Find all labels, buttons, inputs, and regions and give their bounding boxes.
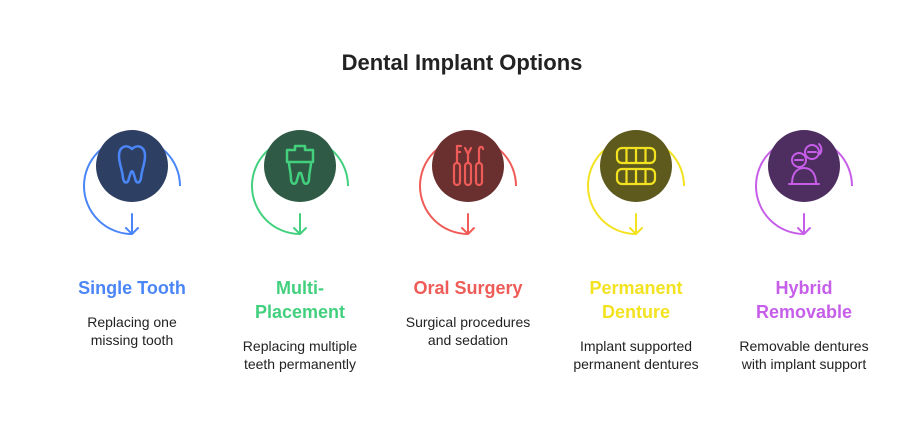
option-heading: Single Tooth bbox=[78, 278, 186, 298]
option-description: Replacing multiple teeth permanently bbox=[242, 338, 358, 372]
option-heading: Multi- Placement bbox=[254, 278, 346, 322]
tooth-icon bbox=[117, 145, 147, 184]
denture-icon bbox=[615, 146, 657, 186]
option-description: Removable dentures with implant support bbox=[739, 338, 869, 372]
crown-tooth-icon bbox=[285, 144, 315, 185]
page-title: Dental Implant Options bbox=[341, 50, 583, 75]
badge-ring bbox=[419, 130, 517, 235]
option-description: Replacing one missing tooth bbox=[87, 314, 177, 348]
option-heading: Oral Surgery bbox=[413, 278, 523, 298]
surgical-tools-icon bbox=[452, 144, 485, 187]
badge-ring bbox=[251, 130, 349, 235]
badge-ring bbox=[755, 130, 853, 235]
badge-ring bbox=[83, 130, 181, 235]
option-heading: Permanent Denture bbox=[589, 278, 683, 322]
option-description: Surgical procedures and sedation bbox=[405, 314, 531, 348]
removable-denture-icon bbox=[788, 143, 823, 185]
badge-ring bbox=[587, 130, 685, 235]
option-heading: Hybrid Removable bbox=[755, 278, 853, 322]
option-description: Implant supported permanent dentures bbox=[573, 338, 699, 372]
